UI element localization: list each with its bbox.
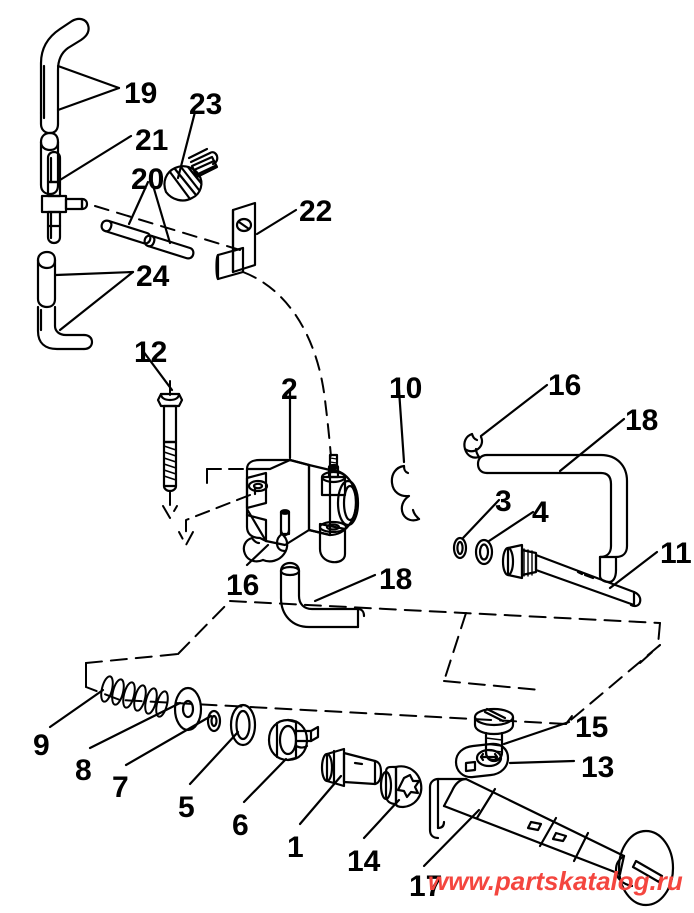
part-20-sleeve-b [143,234,195,260]
hose-route-dashed [94,205,332,457]
part-21-tee-fitting [40,150,89,245]
part-6-valve-seat [267,718,320,762]
callout-1[interactable]: 1 [287,831,304,864]
callout-18-right[interactable]: 18 [625,404,659,437]
part-4-o-ring-medium [474,538,494,566]
callout-22[interactable]: 22 [299,195,333,228]
part-17-handle-lever [428,777,675,907]
callout-9[interactable]: 9 [33,729,50,762]
part-24-hose-elbow [36,305,94,351]
callout-5[interactable]: 5 [178,791,195,824]
assembly-reference-outline [85,600,661,725]
callout-12[interactable]: 12 [134,336,168,369]
callout-4[interactable]: 4 [532,496,549,529]
part-13-retainer-plate [454,742,510,779]
callout-3[interactable]: 3 [495,485,512,518]
callout-8[interactable]: 8 [75,754,92,787]
part-12-bolt-hex-long [156,392,184,493]
part-16-clip-centre [242,532,289,563]
callout-21[interactable]: 21 [135,124,169,157]
part-3-o-ring-small [452,536,468,560]
callout-20[interactable]: 20 [131,163,165,196]
callout-7[interactable]: 7 [112,771,129,804]
part-1-plunger-body [320,747,383,788]
callout-16-right[interactable]: 16 [548,369,582,402]
callout-6[interactable]: 6 [232,809,249,842]
part-11-rod-threaded [501,543,642,608]
callout-18-centre[interactable]: 18 [379,563,413,596]
site-watermark: www.partskatalog.ru [428,866,683,896]
callout-2[interactable]: 2 [281,373,298,406]
part-10-retaining-clip [390,464,421,522]
callout-23[interactable]: 23 [189,88,223,121]
callout-24[interactable]: 24 [136,260,170,293]
part-2-valve-body [245,453,360,564]
part-19-sleeve [39,131,60,196]
part-5-o-ring-large [229,703,257,747]
callout-14[interactable]: 14 [347,845,381,878]
callout-16-centre[interactable]: 16 [226,569,260,602]
callout-19[interactable]: 19 [124,77,158,110]
callout-11[interactable]: 11 [660,537,692,570]
part-18-tube-bent-long [476,453,629,584]
callout-17[interactable]: 17 [409,870,443,903]
callout-13[interactable]: 13 [581,751,615,784]
exploded-axis-lines [162,379,254,546]
callout-10[interactable]: 10 [389,372,423,405]
callout-15[interactable]: 15 [575,711,609,744]
part-24-sleeve [36,250,57,309]
part-18-tube-bent-short [279,561,366,629]
part-7-washer-thin [206,709,222,733]
part-16-clip-right [463,432,484,459]
part-9-spring-coil [100,675,169,718]
